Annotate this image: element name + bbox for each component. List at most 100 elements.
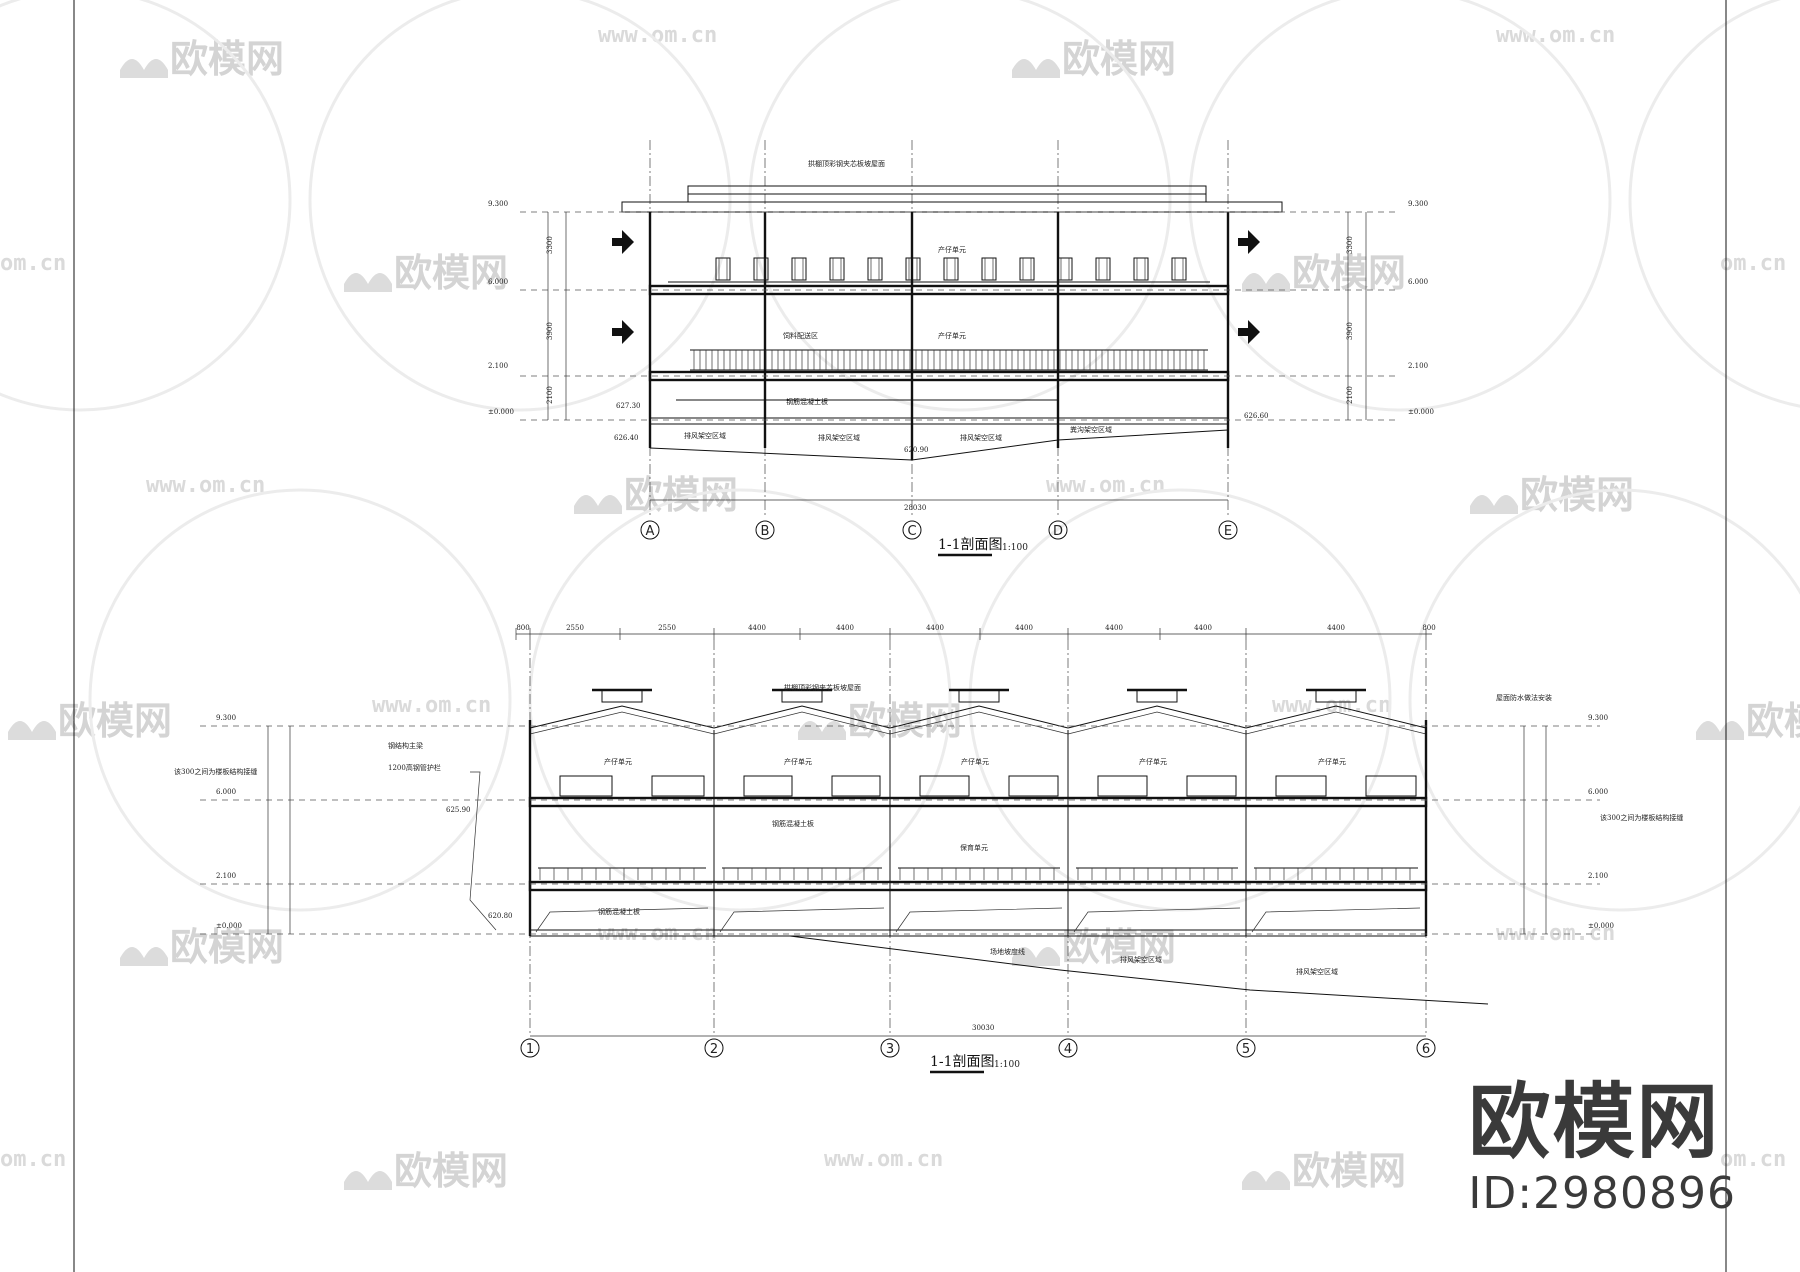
bay-unit-label: 产仔单元: [1139, 757, 1167, 766]
grid-bubble: [1048, 520, 1068, 540]
watermark-logo-icon: [1470, 495, 1518, 514]
top-pit-slope: [649, 429, 1229, 461]
crate: [943, 257, 959, 281]
bottom-grid-axes: [529, 640, 1427, 1034]
crate: [1095, 257, 1111, 281]
watermark-brand: 欧模网: [624, 473, 738, 517]
elev-right: 2.100: [1588, 872, 1608, 880]
grid-label: 6: [1422, 1042, 1430, 1057]
grid-bubble: [755, 520, 775, 540]
watermark-arc: [1408, 488, 1800, 912]
top-dim-value: 800: [1422, 624, 1435, 632]
crate: [981, 257, 997, 281]
bottom-slab-level2: [528, 796, 1428, 808]
top-level-c: 620.90: [904, 446, 929, 454]
top-dim-value: 4400: [748, 624, 766, 632]
top-dim-value: 800: [516, 624, 529, 632]
grid-label: C: [907, 524, 916, 539]
crate: [905, 257, 921, 281]
watermark-arc: [1188, 0, 1612, 412]
top-dim-value: 4400: [1194, 624, 1212, 632]
elev-right: 9.300: [1408, 200, 1428, 208]
bottom-left-ramp: [469, 771, 497, 931]
watermark-logo-icon: [8, 721, 56, 740]
grid-label: 5: [1242, 1042, 1250, 1057]
pen: [919, 775, 970, 797]
bay-unit-label: 产仔单元: [604, 757, 632, 766]
bottom-total-dim: 30030: [972, 1024, 994, 1032]
top-dim-value: 2550: [658, 624, 676, 632]
dim-right: 2100: [1346, 386, 1354, 404]
grid-bubble: [640, 520, 660, 540]
top-grid-axes: [649, 140, 1229, 518]
bay-roof: [1067, 705, 1247, 729]
watermark-logo-icon: [120, 59, 168, 78]
top-roof-vent: [687, 185, 1207, 195]
top-roof-note: 拱棚顶彩钢夹芯板坡屋面: [808, 159, 885, 168]
top-level-b: 626.40: [614, 434, 639, 442]
bottom-pit-area: 排风架空区域: [1120, 955, 1162, 964]
bottom-note-right-2: 该300之间为楼板结构接缝: [1600, 813, 1683, 822]
air-arrow-icon: [612, 320, 634, 344]
grid-label: 2: [710, 1042, 718, 1057]
top-pit-area2: 排风架空区域: [960, 433, 1002, 442]
top-upper-crates: [715, 257, 1187, 281]
bay-roof: [1245, 705, 1427, 729]
elev-right: 6.000: [1588, 788, 1608, 796]
bottom-note-left-2: 该300之间为楼板结构接缝: [174, 767, 257, 776]
pen: [831, 775, 881, 797]
top-dim-value: 4400: [926, 624, 944, 632]
watermark-logo-icon: [1242, 1171, 1290, 1190]
roof-vent: [1136, 689, 1178, 703]
dim-left: 3900: [546, 322, 554, 340]
watermark-url: www.om.cn: [1496, 921, 1615, 946]
elev-left: 6.000: [216, 788, 236, 796]
pit-slope: [719, 907, 885, 933]
watermark-brand: 欧模网: [58, 699, 172, 743]
crate: [1171, 257, 1187, 281]
grid-label: D: [1053, 524, 1063, 539]
air-arrow-icon: [1238, 320, 1260, 344]
watermark-url: www.om.cn: [1046, 473, 1165, 498]
watermark-arc: [0, 0, 292, 412]
bottom-beam-note2: 钢筋混凝土板: [598, 907, 640, 916]
watermark-logo-icon: [574, 495, 622, 514]
bottom-note-left-1: 钢结构主梁: [388, 741, 423, 750]
watermark-layer: 欧模网欧模网欧模网欧模网欧模网欧模网欧模网欧模网欧模网欧模网欧模网欧模网欧模网w…: [0, 0, 1800, 1193]
crate: [791, 257, 807, 281]
bottom-crates: [535, 775, 1421, 933]
top-pit-area3: 粪沟架空区域: [1070, 425, 1112, 434]
grid-label: 3: [886, 1042, 894, 1057]
crate: [1133, 257, 1149, 281]
bay-roof: [713, 705, 891, 729]
section-top: 28030 9.300 6.000 2.100 ±0.000 9.300 6.0…: [488, 140, 1434, 557]
crate: [829, 257, 845, 281]
pit-slope: [535, 907, 709, 933]
elev-left: 9.300: [216, 714, 236, 722]
top-slab-ground: [649, 417, 1229, 425]
bottom-unit-mid: 保育单元: [960, 843, 988, 852]
bottom-roofs: 产仔单元产仔单元产仔单元产仔单元产仔单元: [529, 688, 1427, 936]
crate: [1019, 257, 1035, 281]
crate: [715, 257, 731, 281]
elev-right: 2.100: [1408, 362, 1428, 370]
crate: [753, 257, 769, 281]
bottom-ground-slope: [789, 935, 1489, 1005]
brand-badge: 欧模网 ID:2980896: [1468, 1082, 1736, 1216]
elev-left: ±0.000: [488, 408, 514, 416]
pit-slope: [895, 907, 1063, 933]
bay-roof-inner: [1245, 711, 1427, 735]
dim-left: 2100: [546, 386, 554, 404]
crate: [1057, 257, 1073, 281]
watermark-arc: [308, 0, 732, 412]
pit-slope: [1073, 907, 1241, 933]
bay-roof: [529, 705, 715, 729]
watermark-arc: [968, 488, 1392, 912]
elev-right: ±0.000: [1408, 408, 1434, 416]
watermark-brand: 欧模网: [1062, 925, 1176, 969]
bottom-pit-area2: 排风架空区域: [1296, 967, 1338, 976]
bottom-slope-note: 场地坡度线: [990, 947, 1025, 956]
pen: [559, 775, 613, 797]
watermark-logo-icon: [344, 1171, 392, 1190]
